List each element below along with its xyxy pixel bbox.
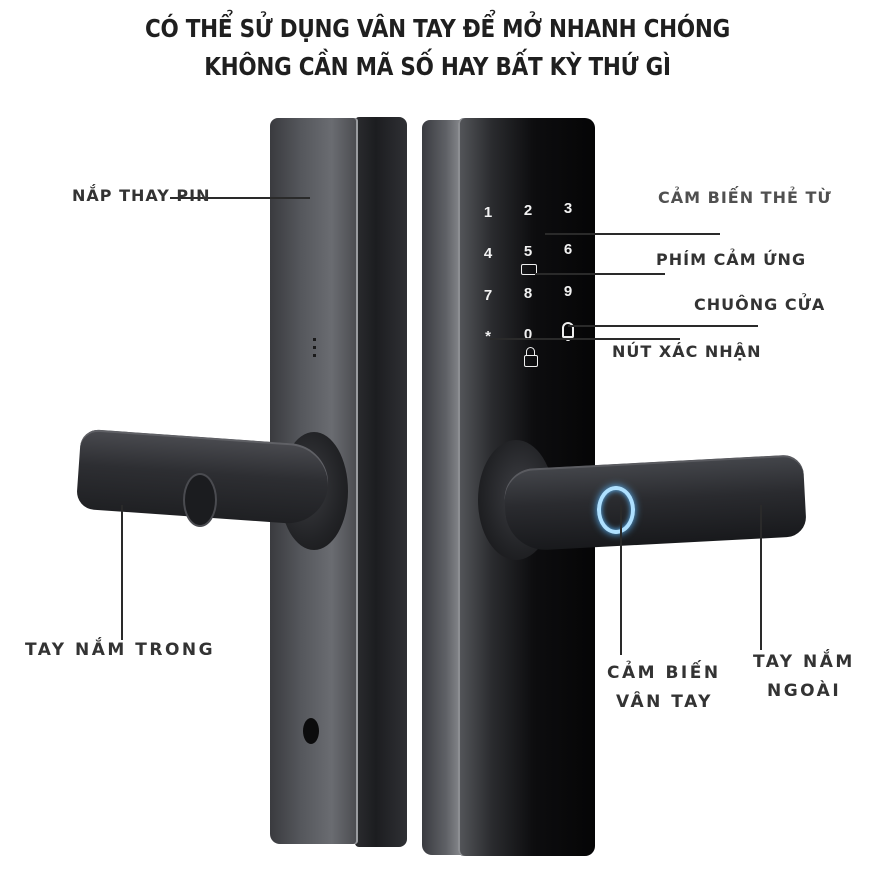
reset-holes [313, 338, 316, 360]
lock-icon [524, 347, 538, 367]
outer-lock-side [422, 120, 462, 855]
leader-doorbell [568, 325, 758, 327]
leader-battery-cover [170, 197, 310, 199]
leader-outer-handle [760, 505, 762, 650]
headline-line-1: CÓ THỂ SỬ DỤNG VÂN TAY ĐỂ MỞ NHANH CHÓNG [145, 14, 730, 43]
key-7: 7 [483, 287, 493, 304]
key-star: * [485, 328, 491, 345]
fingerprint-sensor-icon [597, 486, 635, 534]
label-confirm-button: NÚT XÁC NHẬN [612, 342, 762, 361]
emergency-keyhole [303, 718, 319, 744]
key-2: 2 [523, 202, 533, 219]
leader-fingerprint [620, 505, 622, 655]
key-9: 9 [563, 283, 573, 300]
label-touch-keys: PHÍM CẢM ỨNG [656, 250, 807, 269]
label-outer-handle-line-1: TAY NẮM [753, 652, 855, 672]
card-icon [521, 264, 537, 275]
inner-lock-side [355, 117, 407, 847]
headline-line-2: KHÔNG CẦN MÃ SỐ HAY BẤT KỲ THỨ GÌ [204, 52, 671, 81]
key-4: 4 [483, 245, 493, 262]
label-doorbell: CHUÔNG CỬA [694, 295, 826, 314]
key-5: 5 [523, 243, 533, 260]
leader-inner-handle [121, 505, 123, 640]
leader-confirm [490, 338, 680, 340]
label-fingerprint-line-1: CẢM BIẾN [607, 663, 721, 683]
key-8: 8 [523, 285, 533, 302]
key-0: 0 [523, 326, 533, 343]
key-1: 1 [483, 204, 493, 221]
leader-card-sensor [545, 233, 720, 235]
key-3: 3 [563, 200, 573, 217]
label-battery-cover: NẮP THAY PIN [72, 186, 211, 205]
label-inner-handle: TAY NẮM TRONG [25, 640, 216, 660]
label-fingerprint-line-2: VÂN TAY [616, 692, 713, 712]
inner-handle-button [183, 473, 217, 527]
key-6: 6 [563, 241, 573, 258]
leader-touch-keys [535, 273, 665, 275]
label-card-sensor: CẢM BIẾN THẺ TỪ [658, 188, 832, 207]
label-outer-handle-line-2: NGOÀI [767, 681, 842, 701]
